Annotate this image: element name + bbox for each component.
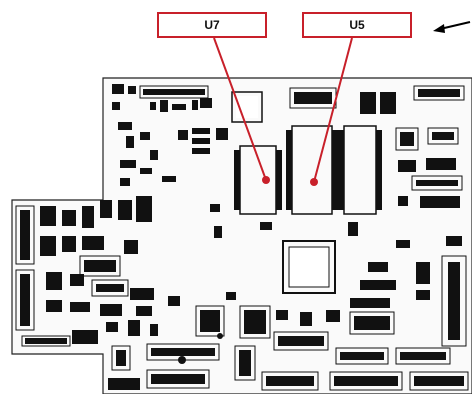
callout-leaders (213, 37, 353, 186)
u5-leader-line (313, 37, 353, 183)
board-outline (11, 77, 472, 394)
u5-callout-label: U5 (302, 12, 412, 38)
u5-target-dot (310, 178, 318, 186)
u7-callout-label: U7 (157, 12, 267, 38)
u7-target-dot (262, 176, 270, 184)
pointer-arrow-icon (433, 21, 471, 33)
u7-leader-line (213, 37, 267, 181)
